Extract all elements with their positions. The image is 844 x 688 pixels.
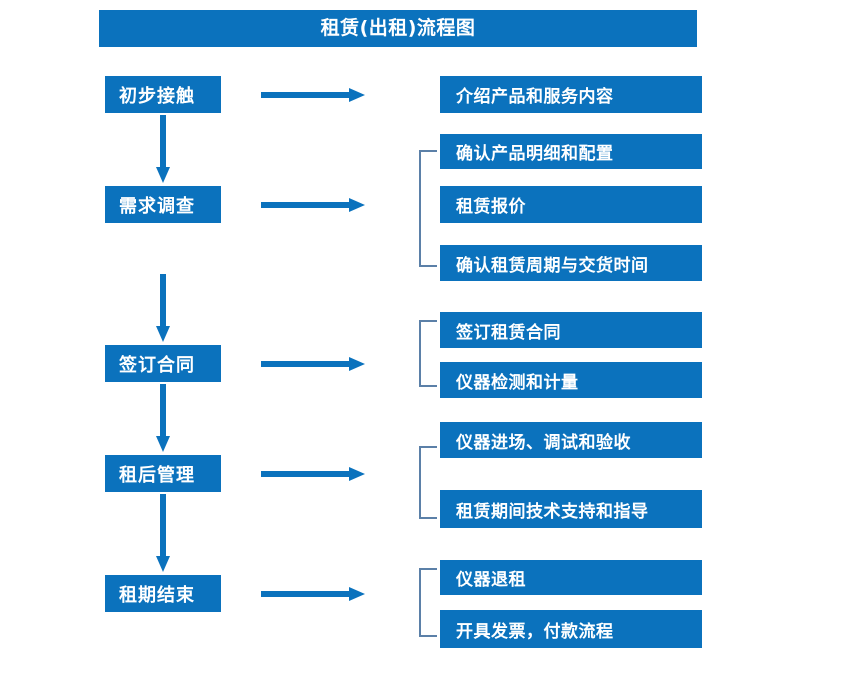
stage-box-post-rental-management[interactable]: 租后管理 (105, 455, 221, 492)
task-box-introduce-products[interactable]: 介绍产品和服务内容 (440, 76, 702, 113)
right-arrow-icon (261, 586, 365, 601)
right-arrow-icon (261, 356, 365, 371)
stage-box-initial-contact[interactable]: 初步接触 (105, 76, 221, 113)
stage-box-sign-contract[interactable]: 签订合同 (105, 345, 221, 382)
group-bracket-demand-survey (419, 150, 437, 267)
stage-box-lease-end[interactable]: 租期结束 (105, 575, 221, 612)
group-bracket-post-rental-management (419, 446, 437, 519)
task-box-instrument-arrival-commissioning[interactable]: 仪器进场、调试和验收 (440, 422, 702, 458)
down-arrow-icon (156, 494, 170, 572)
right-arrow-icon (261, 87, 365, 102)
task-box-confirm-rental-period-delivery[interactable]: 确认租赁周期与交货时间 (440, 245, 702, 281)
down-arrow-icon (156, 274, 170, 342)
group-bracket-sign-contract (419, 320, 437, 387)
down-arrow-icon (156, 384, 170, 452)
task-box-sign-rental-contract[interactable]: 签订租赁合同 (440, 312, 702, 348)
task-box-invoice-payment-process[interactable]: 开具发票，付款流程 (440, 610, 702, 648)
task-box-rental-quotation[interactable]: 租赁报价 (440, 186, 702, 223)
right-arrow-icon (261, 466, 365, 481)
down-arrow-icon (156, 115, 170, 183)
task-box-instrument-testing-metering[interactable]: 仪器检测和计量 (440, 362, 702, 398)
task-box-instrument-return[interactable]: 仪器退租 (440, 560, 702, 595)
page-title: 租赁(出租)流程图 (99, 10, 697, 47)
stage-box-demand-survey[interactable]: 需求调查 (105, 186, 221, 223)
right-arrow-icon (261, 197, 365, 212)
task-box-confirm-product-details[interactable]: 确认产品明细和配置 (440, 134, 702, 169)
task-box-technical-support-guidance[interactable]: 租赁期间技术支持和指导 (440, 490, 702, 528)
group-bracket-lease-end (419, 568, 437, 637)
